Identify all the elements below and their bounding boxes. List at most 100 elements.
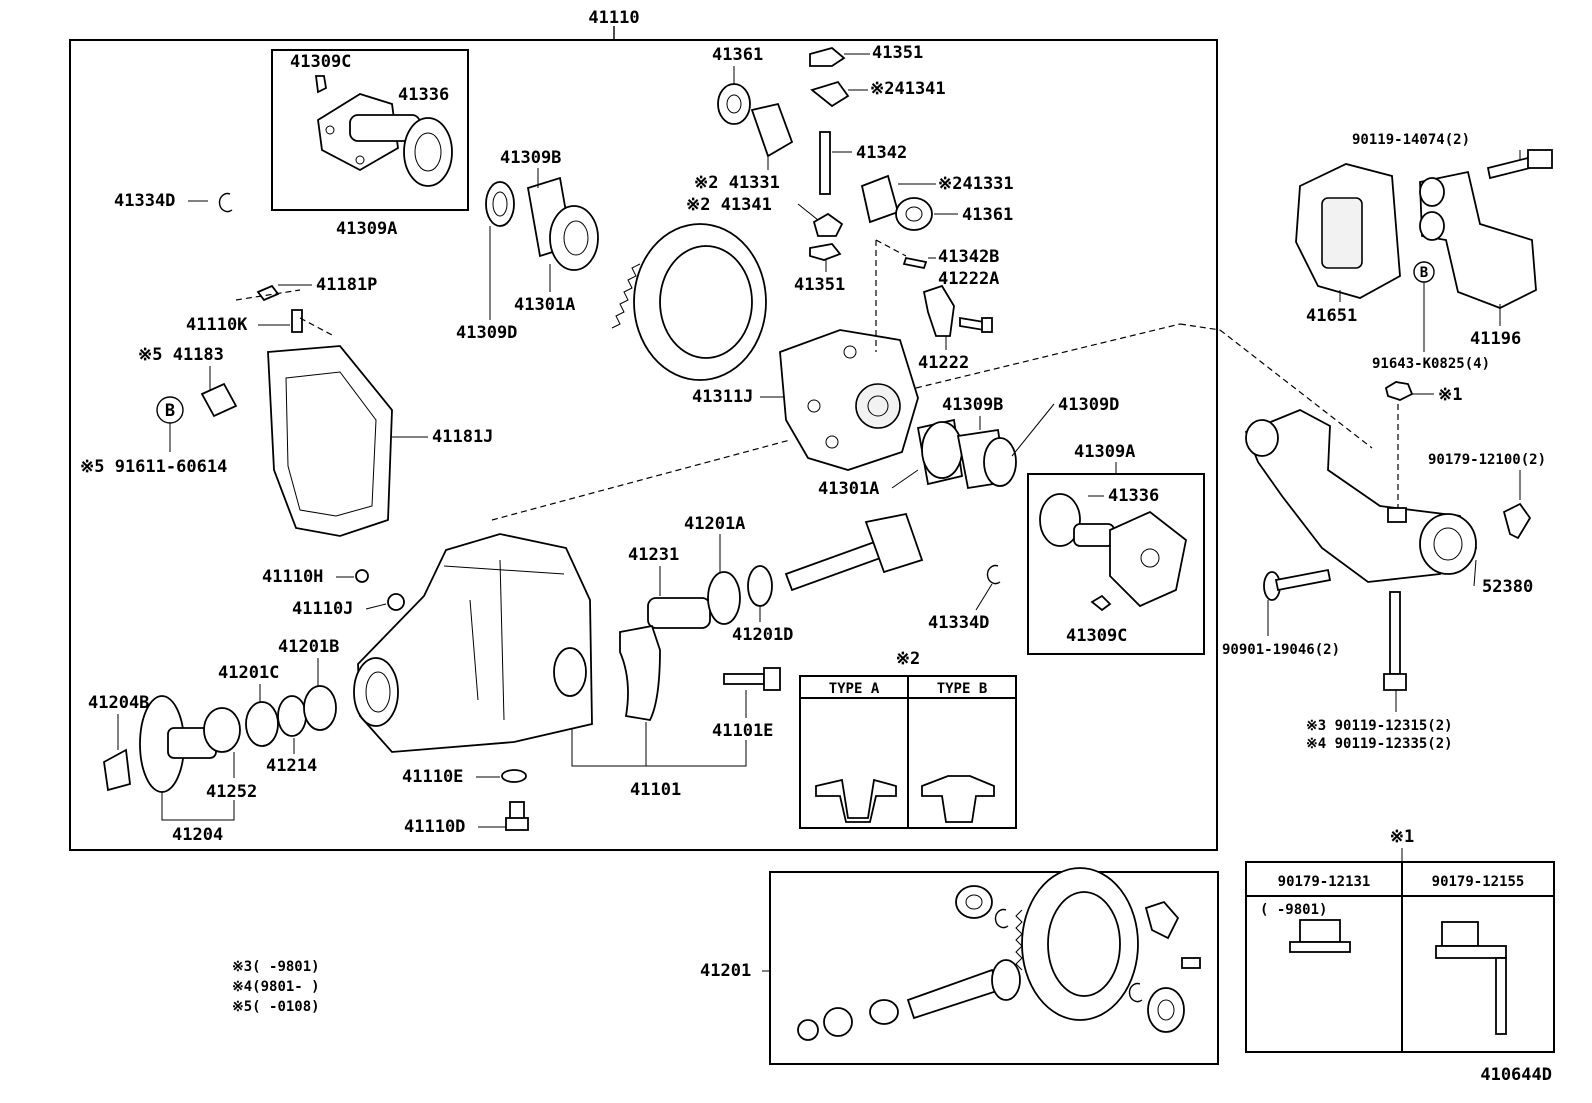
label-41231[interactable]: 41231	[628, 545, 679, 565]
label-90179-12131[interactable]: 90179-12131	[1278, 874, 1371, 890]
type-b-washer-icon	[921, 775, 995, 823]
label-41361-right[interactable]: 41361	[962, 205, 1013, 225]
label-41361-top[interactable]: 41361	[712, 45, 763, 65]
note-ref5[interactable]: ※5( -0108)	[232, 999, 320, 1015]
flange-assembly-icon	[314, 75, 453, 187]
differential-mount-icon	[1244, 409, 1478, 583]
nut-type2-icon	[1435, 921, 1507, 1035]
diagram-id: 410644D	[1480, 1065, 1552, 1085]
label-90179-12100[interactable]: 90179-12100(2)	[1428, 452, 1546, 468]
label-41181J[interactable]: 41181J	[432, 427, 493, 447]
label-41196[interactable]: 41196	[1470, 329, 1521, 349]
label-type-a[interactable]: TYPE A	[829, 681, 880, 697]
gasket-icon	[387, 593, 405, 611]
label-90179-12155[interactable]: 90179-12155	[1432, 874, 1525, 890]
label-41201C[interactable]: 41201C	[218, 663, 279, 683]
cap-bolt-icon	[723, 667, 781, 691]
label-41311J[interactable]: 41311J	[692, 387, 753, 407]
label-41342B[interactable]: 41342B	[938, 247, 999, 267]
label-41309C-top[interactable]: 41309C	[290, 52, 351, 72]
label-90119-14074[interactable]: 90119-14074(2)	[1352, 132, 1470, 148]
label-91611-60614[interactable]: ※5 91611-60614	[80, 457, 227, 477]
washer-icon	[501, 769, 527, 783]
label-41351-top[interactable]: 41351	[872, 43, 923, 63]
label-90119-12315[interactable]: ※3 90119-12315(2)	[1306, 718, 1453, 734]
label-41181P[interactable]: 41181P	[316, 275, 377, 295]
main-assembly-frame	[69, 39, 1218, 851]
differential-case-icon	[779, 329, 919, 471]
label-41204[interactable]: 41204	[172, 825, 223, 845]
label-41336-top[interactable]: 41336	[398, 85, 449, 105]
bracket-icon	[1419, 170, 1537, 309]
label-41110D[interactable]: 41110D	[404, 817, 465, 837]
label-41334D-right[interactable]: 41334D	[928, 613, 989, 633]
label-41201A[interactable]: 41201A	[684, 514, 745, 534]
label-41309C-right[interactable]: 41309C	[1066, 626, 1127, 646]
rear-cover-icon	[200, 284, 393, 537]
label-type-b[interactable]: TYPE B	[937, 681, 988, 697]
cover-plate-icon	[1295, 163, 1401, 299]
label-41341-top[interactable]: ※241341	[870, 79, 946, 99]
label-41331-left[interactable]: ※2 41331	[694, 173, 780, 193]
label-90901-19046[interactable]: 90901-19046(2)	[1222, 642, 1340, 658]
long-bolt-icon	[1263, 568, 1332, 601]
snap-ring-icon	[218, 192, 233, 213]
label-91643-K0825[interactable]: 91643-K0825(4)	[1372, 356, 1490, 372]
label-41651[interactable]: 41651	[1306, 306, 1357, 326]
label-41183[interactable]: ※5 41183	[138, 345, 224, 365]
companion-flange-icon	[103, 685, 337, 793]
label-41101E[interactable]: 41101E	[712, 721, 773, 741]
label-41342[interactable]: 41342	[856, 143, 907, 163]
box-41201	[769, 871, 1219, 1065]
label-41252[interactable]: 41252	[206, 782, 257, 802]
ring-gear-icon	[611, 223, 767, 381]
label-ref1-box[interactable]: ※1	[1390, 827, 1414, 847]
box-41309A-top	[271, 49, 469, 211]
label-41309D-left[interactable]: 41309D	[456, 323, 517, 343]
label-41204B[interactable]: 41204B	[88, 693, 149, 713]
bearing-right-icon	[916, 418, 1017, 490]
drive-pinion-icon	[647, 512, 924, 629]
label-41351-bottom[interactable]: 41351	[794, 275, 845, 295]
note-ref3[interactable]: ※3( -9801)	[232, 959, 320, 975]
bearing-cap-icon	[619, 624, 661, 721]
label-41336-right[interactable]: 41336	[1108, 486, 1159, 506]
label-ref2-box[interactable]: ※2	[896, 649, 920, 669]
label-41110J[interactable]: 41110J	[292, 599, 353, 619]
label-circle-b-right[interactable]: B	[1420, 265, 1428, 281]
ring-and-pinion-set-icon	[797, 867, 1201, 1041]
label-41309A-right[interactable]: 41309A	[1074, 442, 1135, 462]
label-circle-b-left[interactable]: B	[165, 401, 175, 421]
label-90119-12335[interactable]: ※4 90119-12335(2)	[1306, 736, 1453, 752]
label-41309B-left[interactable]: 41309B	[500, 148, 561, 168]
label-52380[interactable]: 52380	[1482, 577, 1533, 597]
label-41101[interactable]: 41101	[630, 780, 681, 800]
note-ref4[interactable]: ※4(9801- )	[232, 979, 320, 995]
label-41201D[interactable]: 41201D	[732, 625, 793, 645]
label-41309B-right[interactable]: 41309B	[942, 395, 1003, 415]
label-41222A[interactable]: 41222A	[938, 269, 999, 289]
mount-bolt-icon	[1486, 149, 1553, 180]
label-41214[interactable]: 41214	[266, 756, 317, 776]
label-41334D-left[interactable]: 41334D	[114, 191, 175, 211]
label-41201B[interactable]: 41201B	[278, 637, 339, 657]
label-41301A-right[interactable]: 41301A	[818, 479, 879, 499]
label-41222[interactable]: 41222	[918, 353, 969, 373]
label-41309D-right[interactable]: 41309D	[1058, 395, 1119, 415]
label-ref1-note[interactable]: ( -9801)	[1260, 902, 1327, 918]
flange-assembly-right-icon	[1039, 493, 1187, 612]
label-ref1-nut[interactable]: ※1	[1438, 385, 1462, 405]
drain-plug-icon	[505, 801, 529, 831]
type-a-washer-icon	[815, 778, 897, 823]
label-41201[interactable]: 41201	[700, 961, 751, 981]
ref1-box	[1245, 861, 1555, 1053]
label-41301A-left[interactable]: 41301A	[514, 295, 575, 315]
label-41110H[interactable]: 41110H	[262, 567, 323, 587]
label-41110K[interactable]: 41110K	[186, 315, 248, 335]
label-41110[interactable]: 41110	[588, 8, 639, 28]
label-41309A-top[interactable]: 41309A	[336, 219, 397, 239]
label-41110E[interactable]: 41110E	[402, 767, 463, 787]
label-41341-mid[interactable]: ※2 41341	[686, 195, 772, 215]
label-41331-right[interactable]: ※241331	[938, 174, 1014, 194]
